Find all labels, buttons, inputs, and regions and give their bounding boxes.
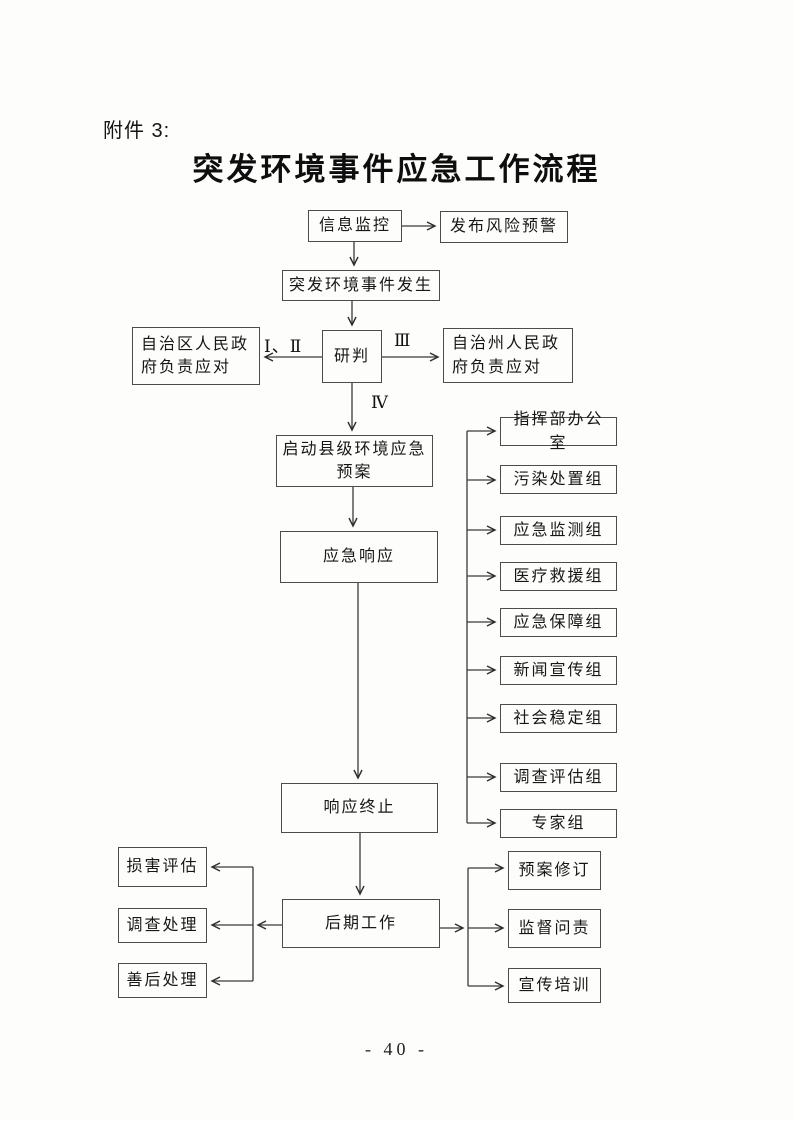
attachment-label: 附件 3: xyxy=(103,120,171,142)
edge-label-level-4: Ⅳ xyxy=(371,393,389,412)
page-title: 突发环境事件应急工作流程 xyxy=(192,152,601,187)
node-support-group: 应急保障组 xyxy=(500,608,617,637)
node-info-monitor: 信息监控 xyxy=(308,210,402,242)
node-emergency-response: 应急响应 xyxy=(280,531,438,583)
node-plan-revision: 预案修订 xyxy=(508,851,601,890)
node-aftermath: 善后处理 xyxy=(118,963,207,998)
node-command-office: 指挥部办公室 xyxy=(500,411,617,452)
node-risk-warning: 发布风险预警 xyxy=(440,211,568,243)
node-incident-occurs: 突发环境事件发生 xyxy=(282,270,440,301)
node-news-group: 新闻宣传组 xyxy=(500,656,617,685)
node-prefecture-government: 自治州人民政府负责应对 xyxy=(443,328,573,383)
page-number: - 40 - xyxy=(365,1039,428,1059)
node-later-work: 后期工作 xyxy=(282,899,440,948)
edge-label-level-1-2: Ⅰ、Ⅱ xyxy=(264,337,303,356)
node-launch-plan: 启动县级环境应急预案 xyxy=(276,435,433,487)
node-pollution-group: 污染处置组 xyxy=(500,465,617,494)
node-region-government: 自治区人民政府负责应对 xyxy=(132,327,260,385)
edge-label-level-3: Ⅲ xyxy=(394,331,412,350)
node-investigation: 调查处理 xyxy=(118,908,207,943)
node-supervision: 监督问责 xyxy=(508,909,601,948)
node-stability-group: 社会稳定组 xyxy=(500,704,617,733)
node-evaluation-group: 调查评估组 xyxy=(500,763,617,792)
node-response-end: 响应终止 xyxy=(281,783,438,833)
node-damage-assessment: 损害评估 xyxy=(118,847,207,887)
node-training: 宣传培训 xyxy=(508,968,601,1003)
node-expert-group: 专家组 xyxy=(500,809,617,838)
node-medical-group: 医疗救援组 xyxy=(500,562,617,591)
node-monitoring-group: 应急监测组 xyxy=(500,516,617,545)
node-assess: 研判 xyxy=(322,330,382,383)
